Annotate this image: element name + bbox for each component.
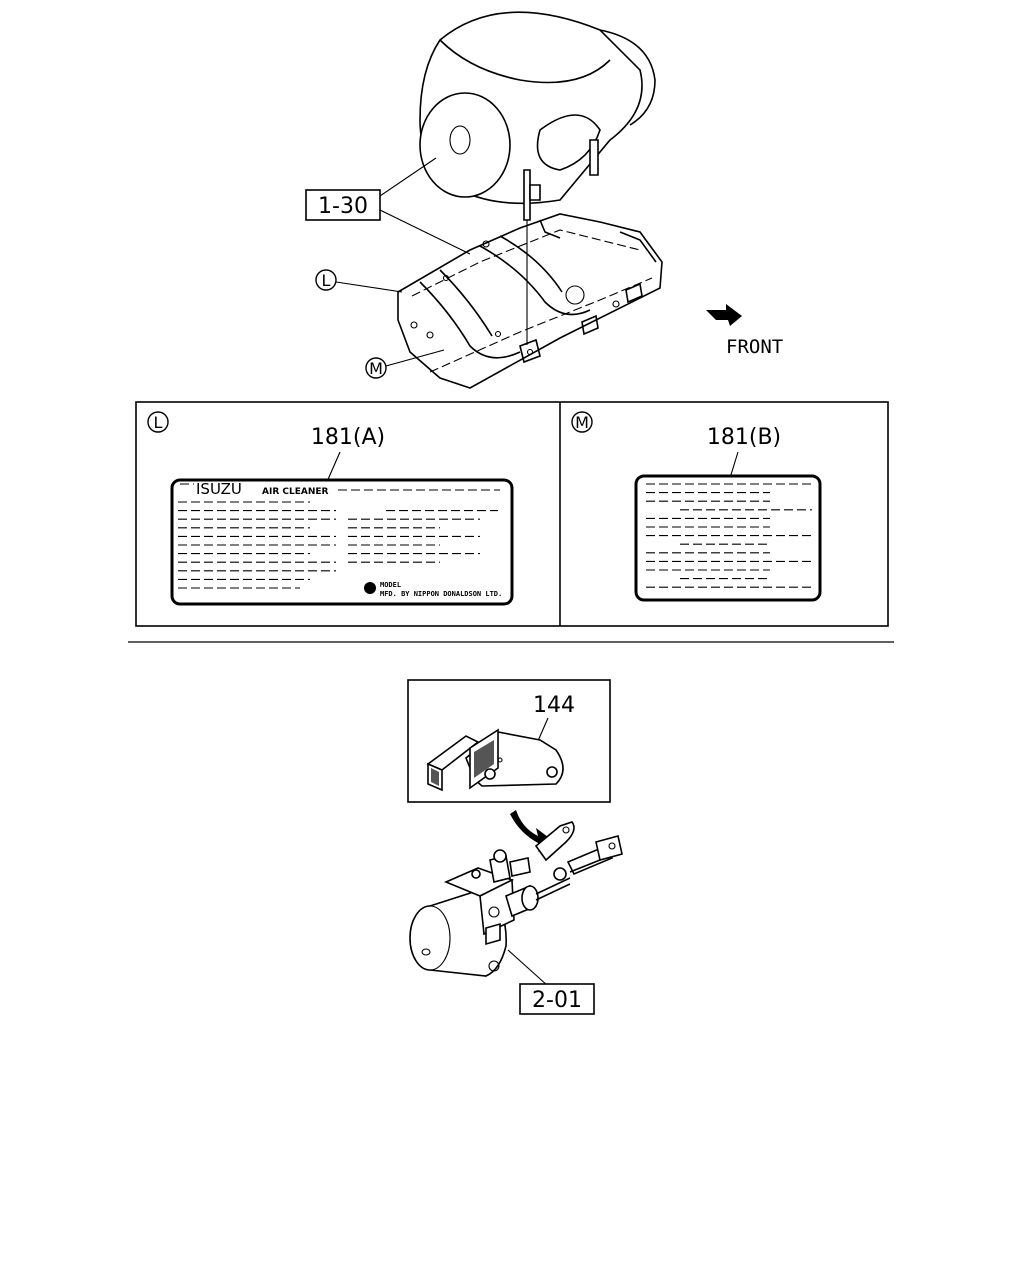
label-manufacturer: MFD. BY NIPPON DONALDSON LTD.: [380, 590, 502, 598]
callout-2-01-label: 2-01: [532, 988, 582, 1013]
bracket-detail-view: 144: [407, 679, 611, 803]
label-panel-l: L 181(A) ISUZU AIR CLEANER MODEL MFD. BY…: [147, 411, 514, 606]
label-plate-b-text-lines: [646, 483, 812, 588]
label-brand: ISUZU: [196, 480, 242, 498]
callout-181a: 181(A): [311, 425, 385, 450]
callout-1-30-label: 1-30: [318, 194, 368, 219]
callout-144: 144: [533, 693, 575, 718]
actuator-assembly: [409, 821, 623, 977]
air-cleaner-assembly: [397, 11, 663, 389]
view-marker-m: M: [365, 349, 445, 379]
air-cleaner-label-plate: [170, 478, 514, 606]
label-panel-m: M 181(B): [571, 411, 822, 602]
callout-181b: 181(B): [707, 425, 781, 450]
logo-icon: [364, 582, 376, 594]
caution-label-plate: [634, 474, 822, 602]
view-marker-l-text: L: [322, 271, 331, 290]
front-arrow-icon: [706, 304, 742, 326]
callout-2-01: 2-01: [507, 949, 595, 1015]
label-plate-a-text-lines: [178, 501, 498, 589]
front-direction-indicator: FRONT: [706, 304, 783, 358]
view-marker-m-text: M: [369, 359, 383, 378]
label-model: MODEL: [380, 581, 401, 589]
panel-l-marker: L: [154, 413, 163, 432]
label-views-frame: [135, 401, 889, 627]
callout-1-30: 1-30: [305, 157, 471, 255]
label-product: AIR CLEANER: [262, 487, 329, 497]
front-label: FRONT: [726, 336, 783, 358]
panel-m-marker: M: [575, 413, 589, 432]
view-marker-l: L: [315, 269, 403, 293]
